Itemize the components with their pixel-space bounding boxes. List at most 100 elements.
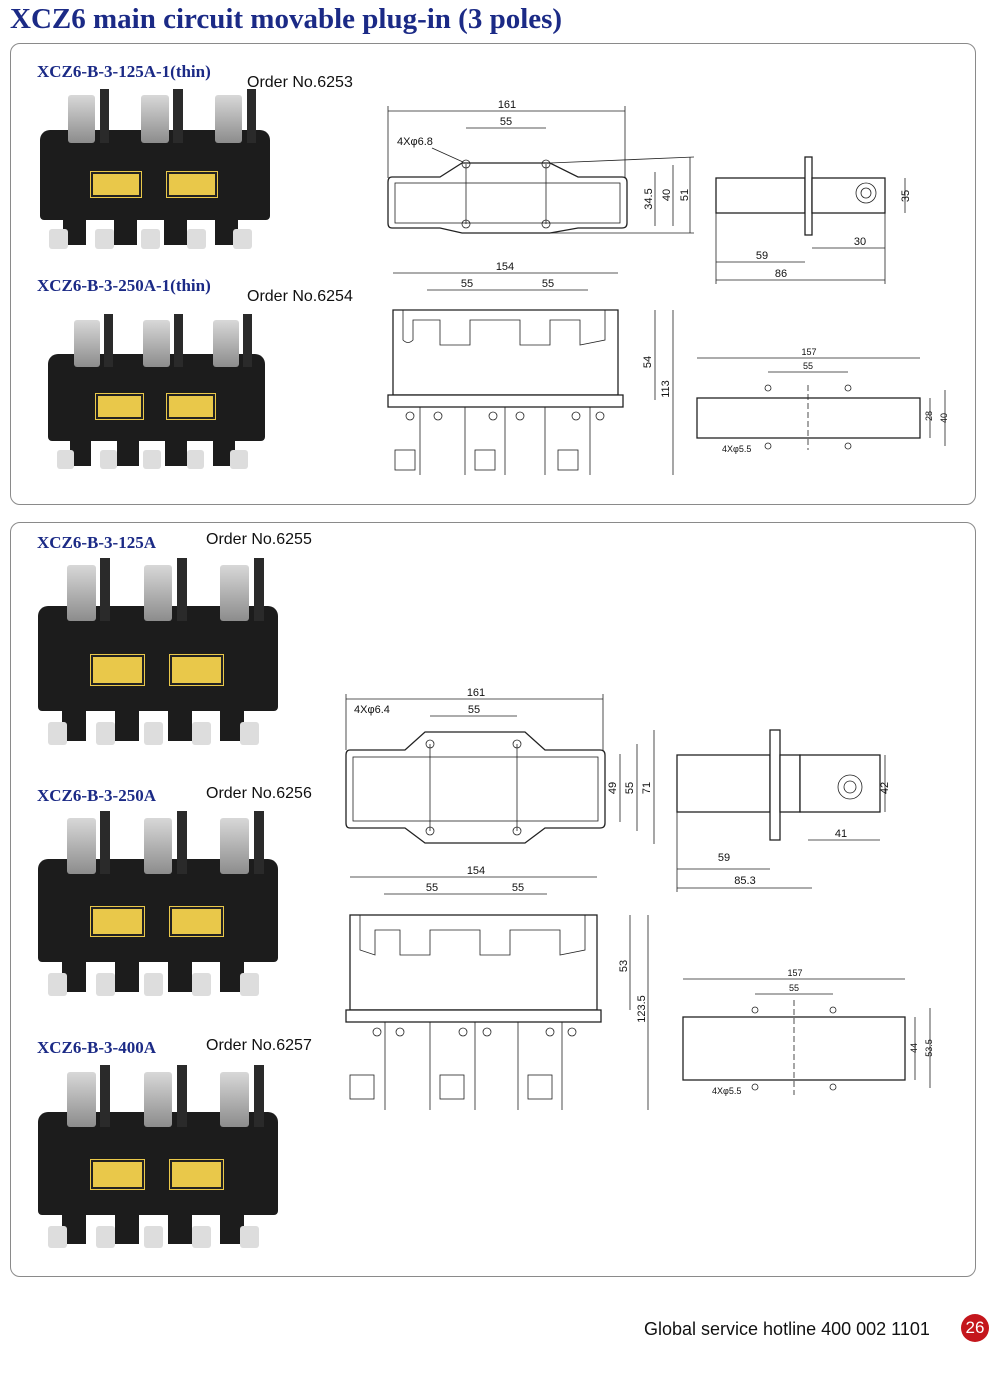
rating-sticker xyxy=(169,653,224,686)
contact-shoe xyxy=(47,1225,67,1248)
dim-label: 161 xyxy=(467,687,485,699)
contact-finger xyxy=(114,699,139,741)
terminal-plate xyxy=(100,810,110,874)
dim-label: 4Xφ5.5 xyxy=(722,444,751,454)
product-photo xyxy=(38,810,278,1003)
terminal-stud xyxy=(66,818,96,874)
dim-label: 71 xyxy=(641,782,653,794)
terminal-plate xyxy=(177,810,187,874)
page-title: XCZ6 main circuit movable plug-in (3 pol… xyxy=(10,3,563,35)
dim-label: 51 xyxy=(679,189,691,201)
terminal-plate xyxy=(254,557,264,622)
rating-sticker xyxy=(169,905,224,938)
dim-label: 4Xφ5.5 xyxy=(712,1086,741,1096)
terminal-plate xyxy=(254,810,264,874)
terminal-plate xyxy=(254,1064,264,1127)
drawing-thin-top-view: 161 55 4Xφ6.8 34.5 40 51 xyxy=(387,99,695,234)
order-number: Order No.6254 xyxy=(247,288,353,305)
model-label: XCZ6-B-3-125A xyxy=(37,533,156,552)
model-label: XCZ6-B-3-250A-1(thin) xyxy=(37,276,211,295)
dim-label: 157 xyxy=(801,347,816,357)
contact-finger xyxy=(167,699,192,741)
contact-shoe xyxy=(191,973,211,996)
dim-label: 123.5 xyxy=(636,995,648,1023)
terminal-stud xyxy=(143,565,173,622)
contact-finger xyxy=(167,1203,192,1245)
contact-shoe xyxy=(95,1225,115,1248)
dim-label: 30 xyxy=(854,236,866,248)
panel-standard-models xyxy=(10,522,976,1277)
dim-label: 4Xφ6.4 xyxy=(354,704,390,716)
terminal-plate xyxy=(243,313,252,367)
dim-label: 41 xyxy=(835,828,847,840)
dim-label: 53.5 xyxy=(924,1039,934,1057)
certificate-sticker xyxy=(89,905,145,938)
dim-label: 55 xyxy=(624,782,636,794)
dim-label: 4Xφ6.8 xyxy=(397,136,433,148)
terminal-stud xyxy=(214,95,243,143)
dim-label: 157 xyxy=(787,968,802,978)
dim-label: 35 xyxy=(900,190,912,202)
contact-finger xyxy=(164,210,188,246)
contact-shoe xyxy=(49,229,68,249)
contact-finger xyxy=(212,431,235,466)
terminal-plate xyxy=(177,557,187,622)
contact-shoe xyxy=(187,229,206,249)
terminal-plate xyxy=(177,1064,187,1127)
drawing-std-bottom-view: 157 55 44 53.5 4Xφ5.5 xyxy=(682,968,934,1096)
certificate-sticker xyxy=(94,393,145,421)
terminal-plate xyxy=(100,557,110,622)
contact-shoe xyxy=(233,229,252,249)
drawing-std-top-view: 161 55 4Xφ6.4 49 55 71 xyxy=(345,687,655,844)
contact-shoe xyxy=(143,450,161,469)
contact-shoe xyxy=(95,973,115,996)
contact-finger xyxy=(63,210,86,246)
contact-shoe xyxy=(143,1225,163,1248)
terminal-plate xyxy=(99,88,109,143)
contact-shoe xyxy=(143,973,163,996)
dim-label: 42 xyxy=(879,782,891,794)
terminal-stud xyxy=(66,1072,96,1127)
contact-shoe xyxy=(95,722,115,745)
terminal-stud xyxy=(66,565,96,622)
terminal-stud xyxy=(220,1072,250,1127)
contact-shoe xyxy=(230,450,248,469)
service-hotline: Global service hotline 400 002 1101 xyxy=(644,1319,930,1339)
product-housing xyxy=(38,606,278,711)
model-label: XCZ6-B-3-250A xyxy=(37,786,156,805)
contact-shoe xyxy=(95,229,114,249)
dim-label: 55 xyxy=(500,116,512,128)
terminal-stud xyxy=(220,818,250,874)
dim-label: 54 xyxy=(642,356,654,368)
dim-label: 55 xyxy=(512,882,524,894)
certificate-sticker xyxy=(89,653,145,686)
product-photo xyxy=(40,88,270,255)
terminal-stud xyxy=(220,565,250,622)
contact-finger xyxy=(117,431,140,466)
terminal-plate xyxy=(100,1064,110,1127)
product-housing xyxy=(48,354,265,441)
product-photo xyxy=(38,557,278,752)
drawing-thin-bottom-view: 157 55 28 40 4Xφ5.5 xyxy=(696,347,949,454)
dim-label: 55 xyxy=(542,278,554,290)
dim-label: 40 xyxy=(939,413,949,423)
contact-finger xyxy=(114,951,139,992)
terminal-plate xyxy=(247,88,257,143)
terminal-stud xyxy=(67,95,96,143)
model-label: XCZ6-B-3-125A-1(thin) xyxy=(37,62,211,81)
contact-shoe xyxy=(143,722,163,745)
dim-label: 55 xyxy=(426,882,438,894)
rating-sticker xyxy=(166,393,217,421)
terminal-stud xyxy=(143,1072,173,1127)
certificate-sticker xyxy=(89,1158,145,1191)
contact-shoe xyxy=(239,973,259,996)
contact-finger xyxy=(167,951,192,992)
dim-label: 40 xyxy=(661,189,673,201)
dim-label: 55 xyxy=(468,704,480,716)
dim-label: 55 xyxy=(789,983,799,993)
rating-sticker xyxy=(165,170,219,199)
dim-label: 59 xyxy=(756,250,768,262)
contact-shoe xyxy=(47,722,67,745)
terminal-plate xyxy=(173,88,183,143)
